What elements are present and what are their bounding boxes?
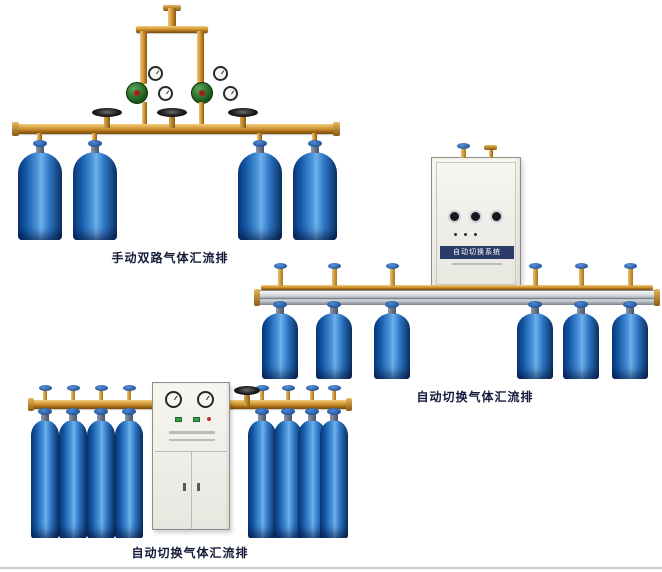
pressure-regulator [191, 82, 213, 104]
gas-cylinder [612, 301, 648, 379]
indicator-green [193, 417, 200, 422]
right-leg-pipe [197, 31, 204, 84]
gas-cylinder [274, 408, 302, 538]
gas-cylinder [374, 301, 410, 379]
cylinder-valve [386, 263, 399, 286]
drop-pipe [257, 133, 262, 146]
indicator-dot [454, 233, 457, 236]
header-pipe [136, 26, 208, 33]
regulator-down-pipe [142, 102, 147, 126]
indicator-dot [464, 233, 467, 236]
pressure-gauge [223, 86, 238, 101]
gas-cylinder [18, 140, 62, 240]
rail-endcap [654, 289, 660, 306]
manual-dual-manifold-figure: 手动双路气体汇流排 [12, 5, 348, 268]
cylinder-valve [529, 263, 542, 286]
indicator-dot [474, 233, 477, 236]
pipe-endcap [346, 398, 352, 411]
door-center-seam [191, 451, 192, 529]
pressure-gauge [213, 66, 228, 81]
indicator-red [207, 417, 211, 421]
shutoff-valve-handwheel [157, 108, 187, 128]
pressure-gauge [158, 86, 173, 101]
cylinder-valve [274, 263, 287, 286]
pipe-endcap [12, 122, 19, 136]
pipe-endcap [28, 398, 34, 411]
gas-cylinder [320, 408, 348, 538]
pressure-gauge [165, 391, 182, 408]
drop-pipe [37, 133, 42, 146]
cylinder-valve [305, 385, 319, 400]
cabinet-inlet-valve [457, 143, 470, 158]
cylinder-valve [328, 263, 341, 286]
drop-pipe [92, 133, 97, 146]
gas-cylinder [517, 301, 553, 379]
cylinder-valve [94, 385, 108, 400]
manifold-pipe [14, 124, 336, 134]
cylinder-valve [38, 385, 52, 400]
riser-valve [484, 145, 497, 150]
cabinet-gauge [469, 210, 482, 223]
shutoff-valve-handwheel [234, 386, 260, 406]
gas-cylinder [316, 301, 352, 379]
pressure-regulator [126, 82, 148, 104]
shutoff-valve-handwheel [228, 108, 258, 128]
caption-auto-floor-manifold: 自动切换气体汇流排 [131, 546, 249, 560]
page-bottom-border [0, 567, 662, 569]
pipe-endcap [333, 122, 340, 136]
manifold-rail [255, 290, 659, 305]
gas-cylinder [115, 408, 143, 538]
gas-cylinder [262, 301, 298, 379]
gas-cylinder [238, 140, 282, 240]
caption-manual-manifold: 手动双路气体汇流排 [111, 251, 229, 265]
floor-cabinet [152, 382, 230, 530]
gas-cylinder [293, 140, 337, 240]
caption-auto-wall-manifold: 自动切换气体汇流排 [416, 390, 534, 404]
door-handle [197, 483, 200, 491]
cabinet-gauge [490, 210, 503, 223]
gas-cylinder [73, 140, 117, 240]
left-leg-pipe [140, 31, 147, 84]
cabinet-nameplate: 自动切换系统 [440, 246, 514, 259]
cylinder-valve [575, 263, 588, 286]
drop-pipe [312, 133, 317, 146]
cabinet-gauge [448, 210, 461, 223]
cabinet-riser-pipe [489, 146, 493, 158]
cabinet-subtext-line [452, 263, 502, 265]
cylinder-valve [327, 385, 341, 400]
gas-cylinder [248, 408, 276, 538]
gas-cylinder [59, 408, 87, 538]
door-handle [183, 483, 186, 491]
cabinet-door-seam [436, 162, 516, 285]
gas-cylinder [563, 301, 599, 379]
cylinder-valve [255, 385, 269, 400]
panel-slot [169, 439, 215, 441]
shutoff-valve-handwheel [92, 108, 122, 128]
rail-endcap [254, 289, 260, 306]
auto-switch-wall-figure: 自动切换系统 自动切换气体汇流排 [254, 143, 661, 404]
outlet-pipe [168, 8, 176, 28]
collector-pipe [261, 285, 653, 290]
gas-cylinder [87, 408, 115, 538]
pressure-gauge [148, 66, 163, 81]
pressure-gauge [197, 391, 214, 408]
indicator-green [175, 417, 182, 422]
auto-switch-floor-figure: 自动切换气体汇流排 [22, 378, 362, 568]
control-cabinet: 自动切换系统 [431, 157, 521, 290]
regulator-down-pipe [199, 102, 204, 126]
panel-slot [169, 431, 215, 434]
cylinder-valve [624, 263, 637, 286]
gas-cylinder [31, 408, 59, 538]
cylinder-valve [281, 385, 295, 400]
cylinder-valve [66, 385, 80, 400]
cylinder-valve [122, 385, 136, 400]
